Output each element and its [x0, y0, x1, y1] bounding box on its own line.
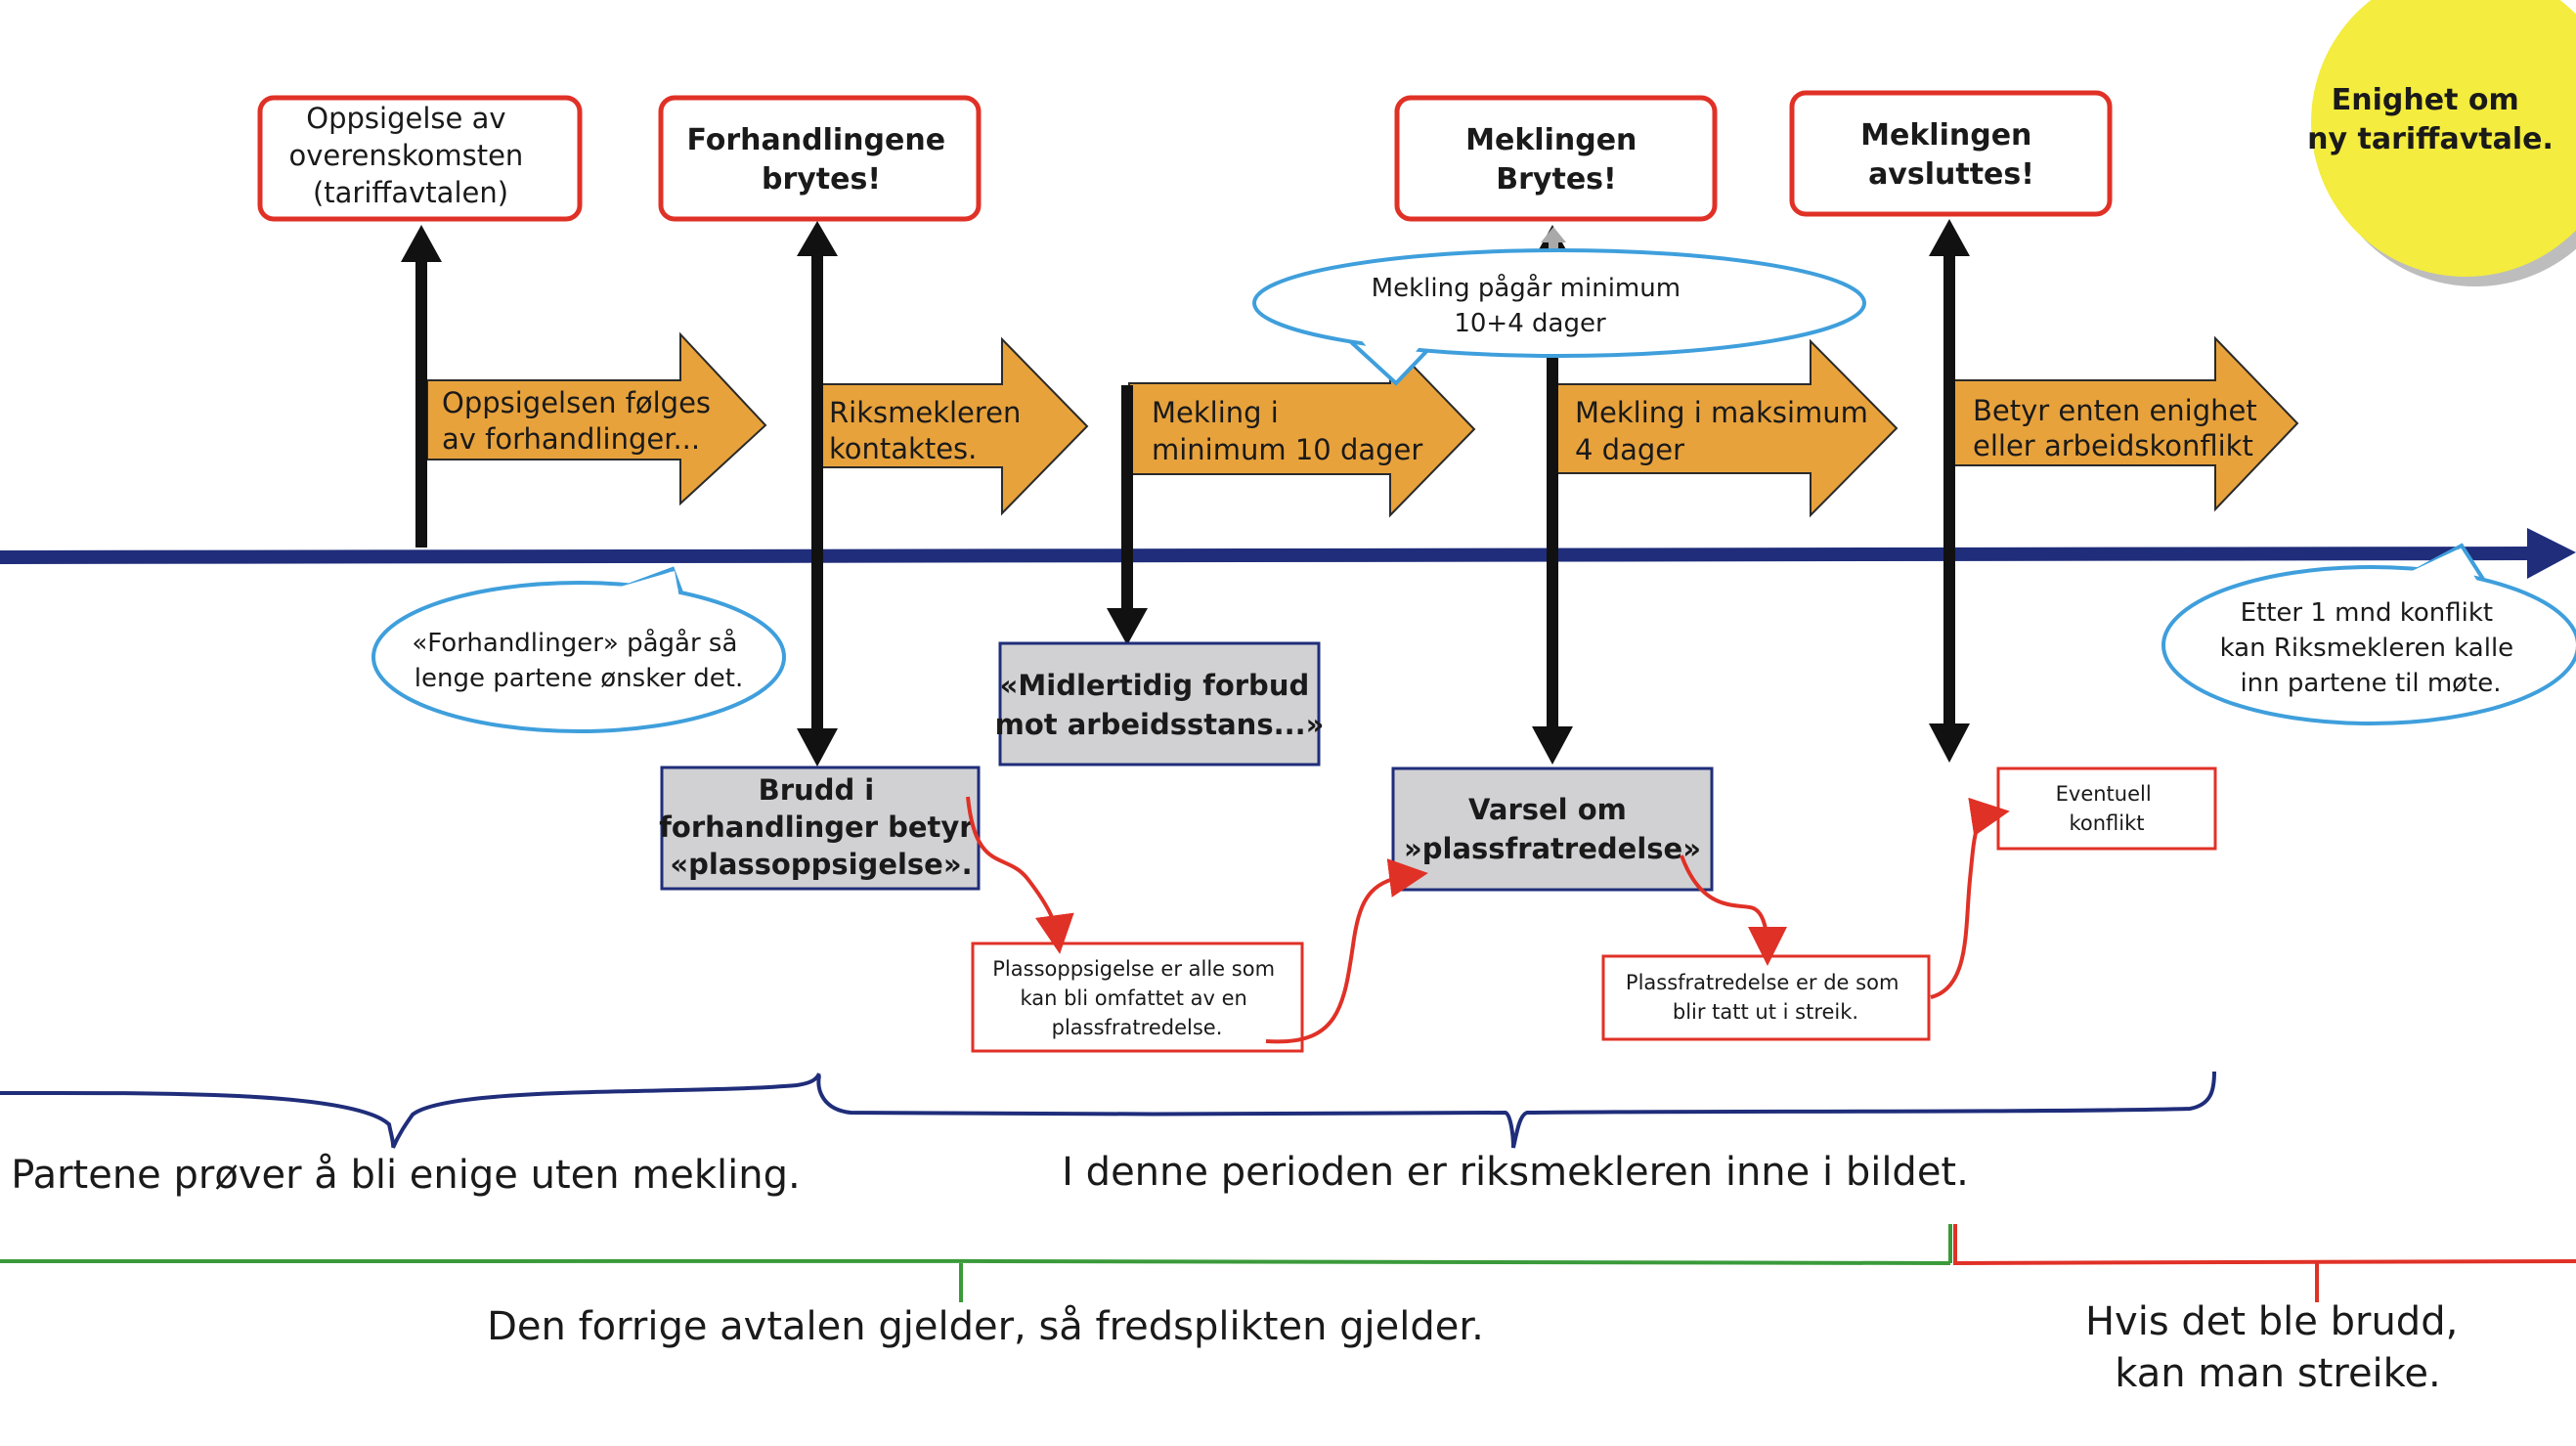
event-oppsigelse-text: Oppsigelse av overenskomsten (tariffavta…: [288, 102, 532, 209]
connector-plassoppsigelse-to-varsel: [1265, 858, 1428, 1044]
grey-box-midlertidig-text: «Midlertidig forbud mot arbeidsstans...»: [995, 669, 1325, 741]
event-brytes-text: Forhandlingene brytes!: [686, 123, 955, 197]
process-arrow-1: [426, 331, 767, 506]
event-box-mekling-avsluttes: [1789, 90, 2113, 217]
event-box-brytes: [658, 95, 982, 222]
event-mekling-brytes-text: Meklingen Brytes!: [1465, 123, 1647, 197]
marker-midlertidig-head: [1107, 608, 1148, 645]
marker-mekling-brytes-head-down: [1532, 726, 1573, 765]
grey-box-brudd: [660, 766, 981, 891]
event-box-oppsigelse: [257, 95, 583, 222]
note-eventuell-text: Eventuell konflikt: [2056, 782, 2159, 835]
brace-riksmekleren: [816, 1071, 2216, 1149]
process-arrow-5: [1948, 335, 2299, 512]
callout-etter-1mnd: Etter 1 mnd konflikt kan Riksmekleren ka…: [2161, 543, 2576, 725]
process-arrow-2-text: Riksmekleren kontaktes.: [829, 396, 1030, 465]
grey-box-varsel: [1391, 767, 1714, 892]
process-arrow-4-text: Mekling i maksimum 4 dager: [1575, 396, 1877, 466]
note-plassoppsigelse-text: Plassoppsigelse er alle som kan bli omfa…: [992, 957, 1281, 1039]
marker-mekling-avsluttes-head-down: [1929, 723, 1970, 763]
streik-line: [1953, 1224, 2576, 1265]
marker-brytes-head-down: [797, 728, 838, 767]
grey-box-midlertidig: [998, 641, 1321, 767]
process-arrow-3-text: Mekling i minimum 10 dager: [1152, 396, 1422, 466]
callout-mekling-min: Mekling pågår minimum 10+4 dager: [1252, 227, 1866, 386]
grey-box-varsel-text: Varsel om »plassfratredelse»: [1404, 793, 1701, 865]
callout-etter-1mnd-text: Etter 1 mnd konflikt kan Riksmekleren ka…: [2220, 598, 2522, 698]
process-arrow-4: [1553, 338, 1899, 518]
period-label-fredsplikt: Den forrige avtalen gjelder, så fredspli…: [487, 1304, 1484, 1349]
connector-plassfratredelse-to-eventuell: [1930, 797, 2010, 999]
timeline-arrowhead: [2527, 528, 2576, 579]
process-arrow-1-text: Oppsigelsen følges av forhandlinger...: [442, 386, 720, 456]
event-mekling-avsluttes-text: Meklingen avsluttes!: [1860, 118, 2042, 192]
timeline-axis: [0, 547, 2533, 564]
callout-forhandlinger-text: «Forhandlinger» pågår så lenge partene ø…: [412, 628, 745, 693]
brace-uten-mekling: [0, 1073, 821, 1149]
connector-varsel-to-plassfratredelse: [1680, 854, 1787, 966]
callout-forhandlinger: «Forhandlinger» pågår så lenge partene ø…: [371, 566, 786, 733]
note-box-eventuell: [1996, 767, 2217, 851]
process-arrow-5-text: Betyr enten enighet eller arbeidskonflik…: [1973, 394, 2266, 462]
connector-brudd-to-plassoppsigelse: [966, 796, 1074, 954]
note-box-plassfratredelse: [1601, 954, 1931, 1041]
note-box-plassoppsigelse: [971, 942, 1304, 1053]
grey-box-brudd-text: Brudd i forhandlinger betyr «plassoppsig…: [659, 773, 982, 881]
sun-text: Enighet om ny tariffavtale.: [2307, 83, 2554, 156]
marker-brytes-head-up: [797, 221, 838, 256]
event-box-mekling-brytes: [1394, 95, 1718, 222]
note-plassfratredelse-text: Plassfratredelse er de som blir tatt ut …: [1626, 971, 1905, 1024]
process-arrow-2: [818, 336, 1089, 516]
sun-shape: [2311, 0, 2576, 277]
marker-mekling-avsluttes-head-up: [1929, 219, 1970, 256]
marker-oppsigelse-head: [401, 225, 442, 262]
period-label-uten-mekling: Partene prøver å bli enige uten mekling.: [11, 1153, 800, 1198]
fredsplikt-line: [0, 1258, 1951, 1265]
callout-mekling-min-text: Mekling pågår minimum 10+4 dager: [1372, 273, 1689, 338]
period-label-streik: Hvis det ble brudd, kan man streike.: [2085, 1299, 2470, 1396]
period-label-riksmekleren: I denne perioden er riksmekleren inne i …: [1062, 1150, 1969, 1195]
